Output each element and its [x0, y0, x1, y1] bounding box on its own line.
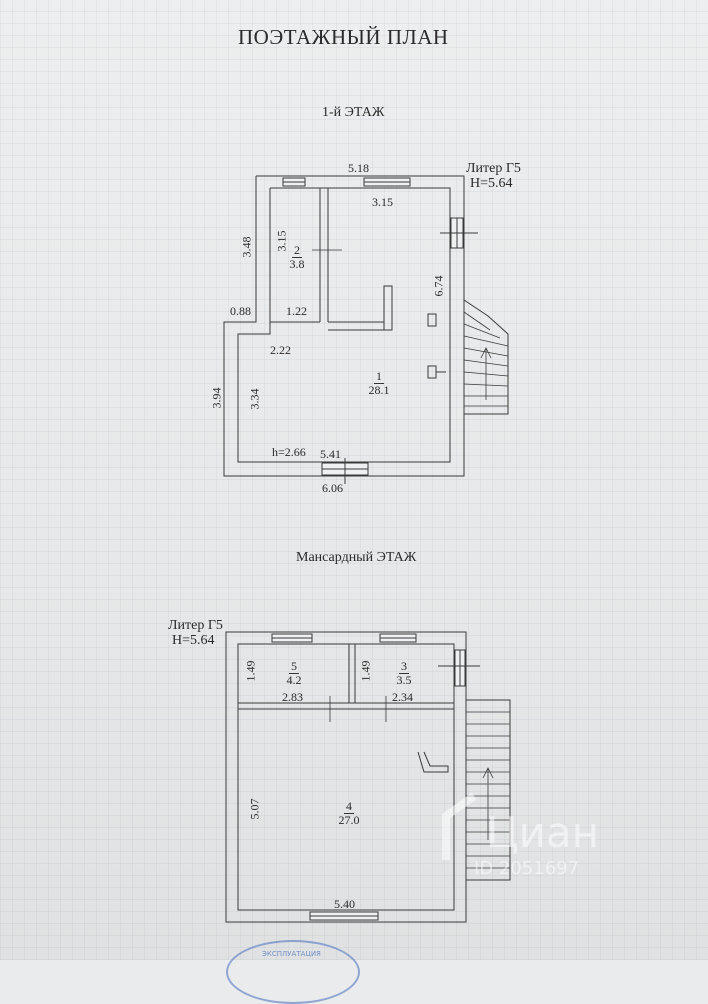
floor1-dim-top-total: 5.18 [348, 161, 369, 175]
floor1-ceiling-height: h=2.66 [272, 445, 306, 459]
floor2-dim-room3-w: 2.34 [392, 690, 413, 704]
floor1-dim-bottom-inner: 5.41 [320, 447, 341, 461]
floor1-room2-label: 2 3.8 [286, 244, 308, 271]
watermark-logo-icon [442, 792, 477, 860]
floor-plans-drawing [223, 175, 511, 923]
stamp-text: ЭКСПЛУАТАЦИЯ [262, 950, 321, 958]
floor2-heading: Мансардный ЭТАЖ [296, 550, 417, 565]
floor1-plan [223, 175, 509, 484]
page-title: ПОЭТАЖНЫЙ ПЛАН [238, 25, 449, 49]
room-number: 4 [344, 799, 354, 814]
room-area: 4.2 [286, 672, 302, 687]
floor1-dim-left-inner: 3.34 [247, 388, 262, 410]
floor2-dim-room5-h: 1.49 [243, 660, 258, 682]
floor2-dim-room5-w: 2.83 [282, 690, 303, 704]
floor1-dim-bottom-outer: 6.06 [322, 481, 343, 495]
room-area: 28.1 [368, 382, 390, 397]
floor1-dim-right-side: 6.74 [431, 275, 446, 297]
room-number: 5 [289, 659, 299, 674]
room-area: 3.5 [396, 672, 412, 687]
room-area: 27.0 [338, 812, 360, 827]
floor1-room1-label: 1 28.1 [362, 370, 396, 397]
floor1-dim-left-outer: 3.94 [209, 387, 224, 409]
watermark-id: ID 2051697 [474, 858, 580, 879]
watermark-brand: Циан [486, 808, 600, 857]
floor2-plan [225, 631, 511, 923]
document-page [0, 0, 708, 960]
floor2-liter-label: Литер Г5 [168, 618, 223, 633]
floor1-liter-label: Литер Г5 [466, 161, 521, 176]
floor2-dim-room3-h: 1.49 [358, 660, 373, 682]
floor1-dim-step-left: 0.88 [230, 304, 251, 318]
room-number: 1 [374, 369, 384, 384]
floor1-dim-room2-bottom: 1.22 [286, 304, 307, 318]
floor2-room4-label: 4 27.0 [332, 800, 366, 827]
floor2-dim-room4-h: 5.07 [247, 798, 262, 820]
floor2-dim-room4-w: 5.40 [334, 897, 355, 911]
room-area: 3.8 [289, 256, 305, 271]
floor1-dim-room1-left-top: 2.22 [270, 343, 291, 357]
floor2-room3-label: 3 3.5 [392, 660, 416, 687]
floor2-room5-label: 5 4.2 [282, 660, 306, 687]
room-number: 2 [292, 243, 302, 258]
room-number: 3 [399, 659, 409, 674]
floor2-height-label: H=5.64 [172, 633, 215, 648]
official-stamp: ЭКСПЛУАТАЦИЯ [226, 940, 360, 1004]
floor1-dim-left-upper: 3.48 [239, 236, 254, 258]
floor1-dim-room1-top: 3.15 [372, 195, 393, 209]
floor1-height-label: H=5.64 [470, 176, 513, 191]
floor1-heading: 1-й ЭТАЖ [322, 105, 385, 120]
